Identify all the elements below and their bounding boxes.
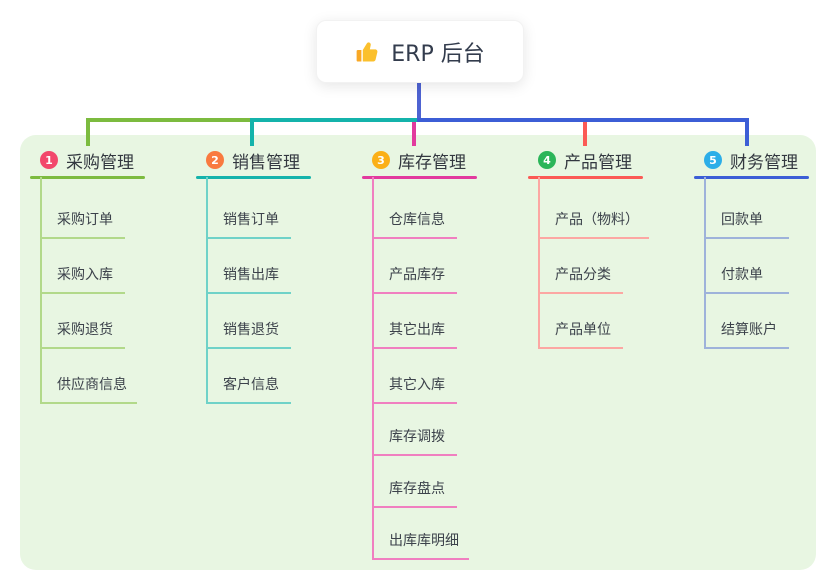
branch-drop-5 xyxy=(745,118,749,146)
child-node[interactable]: 其它出库 xyxy=(372,317,457,349)
branch-badge-2: 2 xyxy=(206,151,224,169)
branch-node-5[interactable]: 5 财务管理 xyxy=(704,149,798,173)
child-node[interactable]: 销售出库 xyxy=(206,262,291,294)
child-node[interactable]: 付款单 xyxy=(704,262,789,294)
child-node[interactable]: 其它入库 xyxy=(372,372,457,404)
branch-node-3[interactable]: 3 库存管理 xyxy=(372,149,466,173)
branch-drop-2 xyxy=(250,118,254,146)
thumbs-up-icon xyxy=(355,39,381,65)
child-node[interactable]: 仓库信息 xyxy=(372,207,457,239)
child-node[interactable]: 产品分类 xyxy=(538,262,623,294)
child-node[interactable]: 库存调拨 xyxy=(372,424,457,456)
child-node[interactable]: 出库库明细 xyxy=(372,528,469,560)
branch-label-4: 产品管理 xyxy=(564,152,632,173)
root-connector xyxy=(417,83,421,122)
branch-drop-3 xyxy=(412,122,416,146)
root-node-label: ERP 后台 xyxy=(391,41,485,67)
child-connector-2 xyxy=(206,177,208,404)
branches-panel xyxy=(20,135,816,570)
branch-badge-5: 5 xyxy=(704,151,722,169)
child-connector-5 xyxy=(704,177,706,349)
bus-segment-1 xyxy=(86,118,252,122)
child-node[interactable]: 库存盘点 xyxy=(372,476,457,508)
child-connector-1 xyxy=(40,177,42,404)
child-node[interactable]: 采购入库 xyxy=(40,262,125,294)
child-node[interactable]: 客户信息 xyxy=(206,372,291,404)
branch-underline-1 xyxy=(30,176,145,179)
branch-badge-3: 3 xyxy=(372,151,390,169)
child-node[interactable]: 结算账户 xyxy=(704,317,789,349)
branch-underline-5 xyxy=(694,176,809,179)
branch-underline-3 xyxy=(362,176,477,179)
child-node[interactable]: 销售退货 xyxy=(206,317,291,349)
branch-node-1[interactable]: 1 采购管理 xyxy=(40,149,134,173)
child-node[interactable]: 产品库存 xyxy=(372,262,457,294)
branch-badge-4: 4 xyxy=(538,151,556,169)
branch-label-3: 库存管理 xyxy=(398,152,466,173)
child-connector-4 xyxy=(538,177,540,349)
child-node[interactable]: 供应商信息 xyxy=(40,372,137,404)
child-node[interactable]: 回款单 xyxy=(704,207,789,239)
branch-drop-4 xyxy=(583,122,587,146)
child-node[interactable]: 采购退货 xyxy=(40,317,125,349)
branch-node-2[interactable]: 2 销售管理 xyxy=(206,149,300,173)
branch-node-4[interactable]: 4 产品管理 xyxy=(538,149,632,173)
branch-label-2: 销售管理 xyxy=(232,152,300,173)
bus-segment-2 xyxy=(252,118,417,122)
branch-underline-2 xyxy=(196,176,311,179)
child-node[interactable]: 销售订单 xyxy=(206,207,291,239)
branch-badge-1: 1 xyxy=(40,151,58,169)
branch-underline-4 xyxy=(528,176,643,179)
branch-label-1: 采购管理 xyxy=(66,152,134,173)
bus-segment-3 xyxy=(417,118,747,122)
child-node[interactable]: 产品单位 xyxy=(538,317,623,349)
branch-label-5: 财务管理 xyxy=(730,152,798,173)
child-node[interactable]: 采购订单 xyxy=(40,207,125,239)
branch-drop-1 xyxy=(86,118,90,146)
child-connector-3 xyxy=(372,177,374,560)
root-node-erp[interactable]: ERP 后台 xyxy=(316,20,524,83)
child-node[interactable]: 产品（物料） xyxy=(538,207,649,239)
